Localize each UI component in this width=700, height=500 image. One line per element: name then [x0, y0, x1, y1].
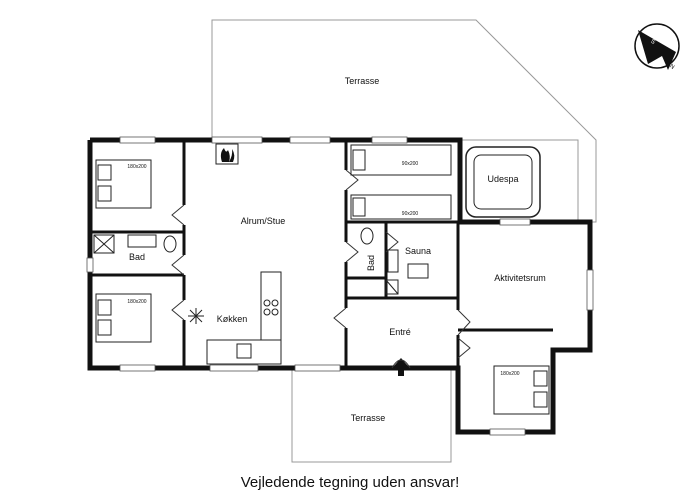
- door-swings: [171, 169, 471, 359]
- compass-icon: S N: [634, 23, 680, 71]
- room-label-living: Alrum/Stue: [241, 216, 286, 226]
- room-label-entrance: Entré: [389, 327, 411, 337]
- room-label-kitchen: Køkken: [217, 314, 248, 324]
- bed-3: [493, 365, 550, 415]
- bed-label-single-bottom: 90x200: [402, 211, 419, 217]
- single-beds: [350, 144, 452, 220]
- room-label-terrace-bottom: Terrasse: [351, 413, 386, 423]
- room-label-bath-left: Bad: [129, 252, 145, 262]
- bed-label-2: 180x200: [127, 299, 146, 305]
- entrance-arrow-icon: [391, 358, 411, 376]
- windows: [86, 136, 594, 436]
- compass-letter-n: N: [668, 63, 675, 70]
- bed-label-3: 180x200: [500, 371, 519, 377]
- bed-2: [95, 293, 152, 343]
- bed-label-single-top: 90x200: [402, 161, 419, 167]
- disclaimer-caption: Vejledende tegning uden ansvar!: [240, 474, 460, 491]
- room-label-activity: Aktivitetsrum: [494, 273, 546, 283]
- room-label-terrace-top: Terrasse: [345, 76, 380, 86]
- room-label-bath-mid: Bad: [366, 255, 376, 271]
- compass-letter-s: S: [649, 39, 656, 46]
- bath-fixtures-mid: [360, 227, 429, 295]
- bed-label-1: 180x200: [127, 164, 146, 170]
- bed-1: [95, 159, 152, 209]
- room-label-sauna: Sauna: [405, 246, 431, 256]
- hot-tub: [465, 146, 541, 218]
- kitchen-counter: [206, 271, 282, 365]
- interior-walls: [90, 140, 553, 368]
- fireplace-icon: [215, 143, 239, 165]
- room-label-spa: Udespa: [487, 174, 518, 184]
- bath-fixtures-left: [93, 234, 177, 254]
- snowflake-icon: [188, 308, 204, 324]
